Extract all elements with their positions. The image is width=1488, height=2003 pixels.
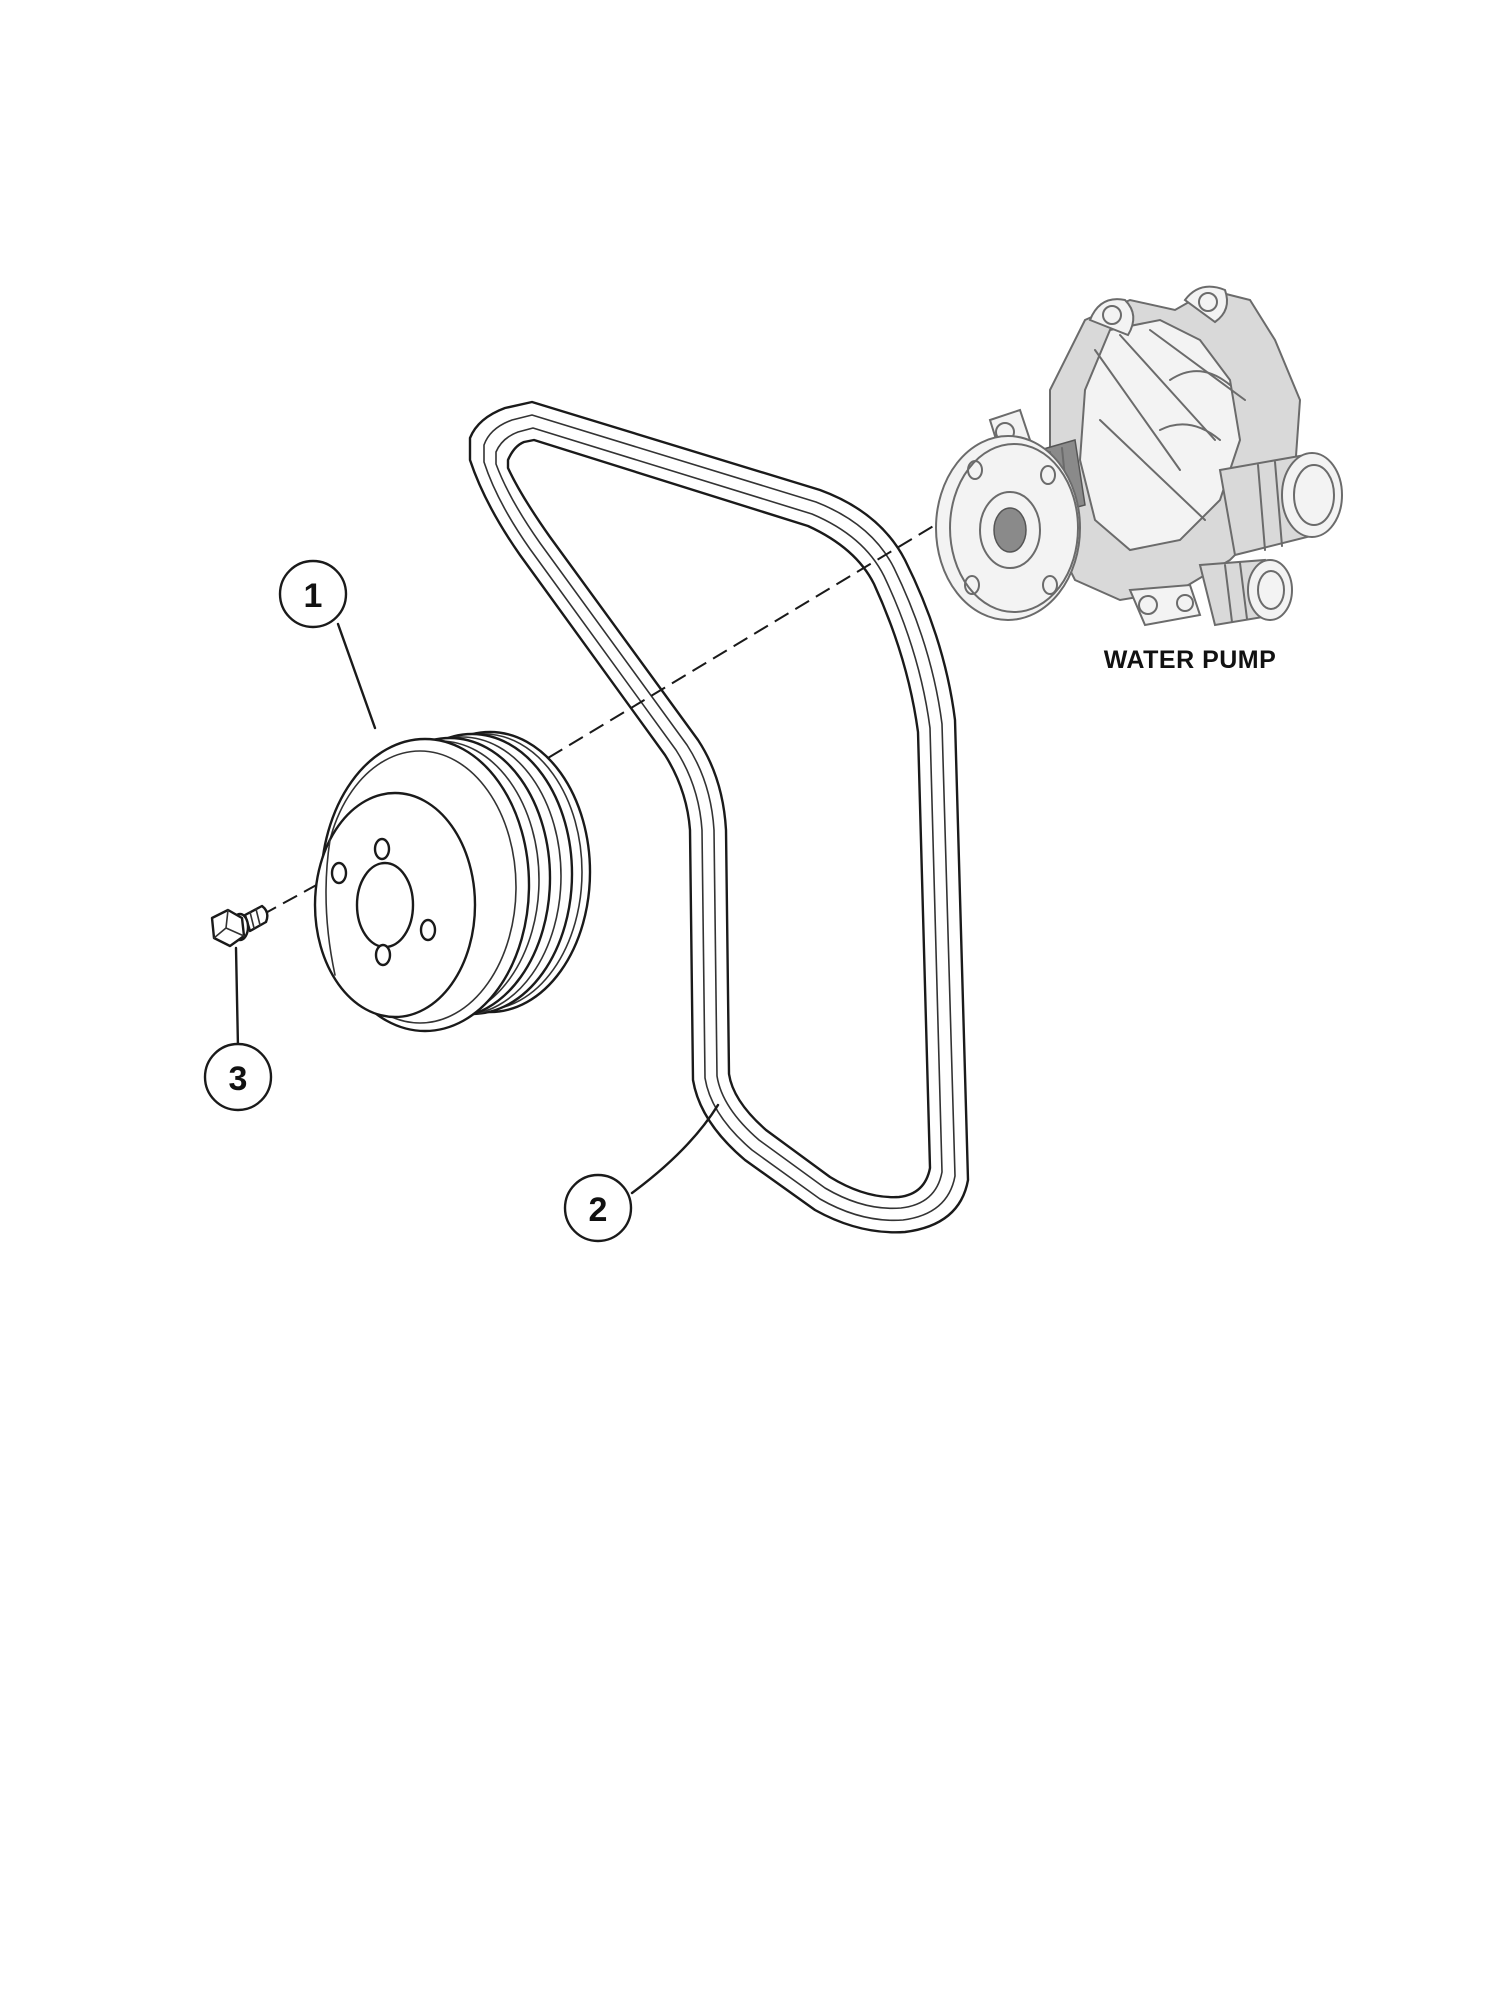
water-pump-pulley	[313, 730, 592, 1033]
water-pump-caption: WATER PUMP	[1104, 646, 1277, 674]
center-axis-line	[527, 509, 961, 771]
callout-3-label: 3	[229, 1060, 248, 1098]
callout-2: 2	[563, 1173, 633, 1243]
callout-2-label: 2	[589, 1191, 608, 1229]
leader-line-1	[336, 622, 377, 730]
pulley-bolt	[210, 904, 269, 948]
drive-belt	[468, 400, 970, 1234]
callout-1: 1	[278, 559, 348, 629]
callout-1-label: 1	[304, 577, 323, 615]
callout-3: 3	[203, 1042, 273, 1112]
leader-line-3	[234, 946, 240, 1050]
water-pump-illustration	[935, 285, 1343, 627]
leader-line-2	[630, 1103, 720, 1195]
